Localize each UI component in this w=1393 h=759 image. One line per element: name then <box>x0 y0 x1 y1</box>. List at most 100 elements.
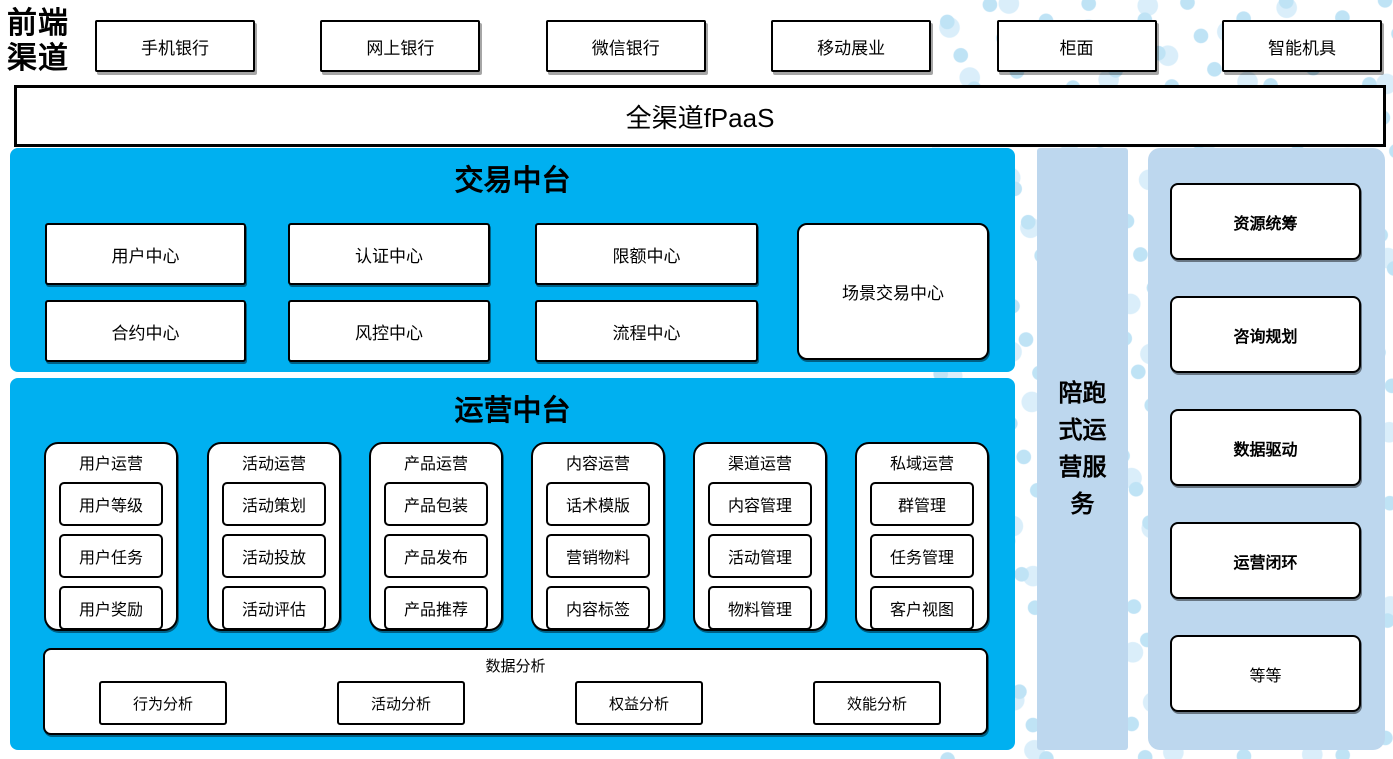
center-box-risk: 风控中心 <box>288 300 490 362</box>
service-box-closed-loop: 运营闭环 <box>1170 522 1361 599</box>
group-item: 内容管理 <box>708 482 812 526</box>
group-item-label: 任务管理 <box>889 550 954 567</box>
group-item-label: 用户奖励 <box>78 602 143 619</box>
front-channel-label: 前端渠道 <box>7 6 69 76</box>
group-user-operation: 用户运营 用户等级 用户任务 用户奖励 <box>44 442 178 631</box>
group-activity-operation: 活动运营 活动策划 活动投放 活动评估 <box>207 442 341 631</box>
service-box-label: 运营闭环 <box>1233 554 1298 572</box>
group-title: 用户运营 <box>78 456 143 473</box>
channel-box-mobile-banking: 手机银行 <box>95 20 255 72</box>
group-item: 产品发布 <box>384 534 488 578</box>
center-box-contract: 合约中心 <box>45 300 246 362</box>
group-title: 活动运营 <box>241 456 306 473</box>
group-channel-operation: 渠道运营 内容管理 活动管理 物料管理 <box>693 442 827 631</box>
group-item-label: 用户任务 <box>78 550 143 567</box>
group-item-label: 活动评估 <box>241 602 306 619</box>
channel-box-mobile-marketing: 移动展业 <box>771 20 932 72</box>
center-box-label: 合约中心 <box>111 323 180 343</box>
group-item-label: 产品推荐 <box>403 602 468 619</box>
group-title: 产品运营 <box>403 456 468 473</box>
group-item: 客户视图 <box>870 586 974 630</box>
group-item: 活动管理 <box>708 534 812 578</box>
group-item: 物料管理 <box>708 586 812 630</box>
group-title: 渠道运营 <box>727 456 792 473</box>
group-item: 用户奖励 <box>59 586 163 630</box>
analysis-box-efficiency: 效能分析 <box>813 681 941 725</box>
group-item: 产品推荐 <box>384 586 488 630</box>
analysis-box-label: 行为分析 <box>132 695 193 713</box>
center-box-label: 认证中心 <box>355 246 423 266</box>
group-item-label: 活动策划 <box>241 498 306 515</box>
service-box-consulting: 咨询规划 <box>1170 296 1361 373</box>
group-title: 内容运营 <box>565 456 630 473</box>
group-item-label: 活动管理 <box>727 550 792 567</box>
channel-row: 手机银行 网上银行 微信银行 移动展业 柜面 智能机具 <box>95 20 1382 72</box>
group-item-label: 产品包装 <box>403 498 468 515</box>
center-box-label: 流程中心 <box>612 323 681 343</box>
group-product-operation: 产品运营 产品包装 产品发布 产品推荐 <box>369 442 503 631</box>
fpaas-label: 全渠道fPaaS <box>625 102 775 133</box>
group-content-operation: 内容运营 话术模版 营销物料 内容标签 <box>531 442 665 631</box>
data-analysis-container: 数据分析 行为分析 活动分析 权益分析 效能分析 <box>43 648 988 735</box>
group-item-label: 客户视图 <box>889 602 954 619</box>
service-box-label: 咨询规划 <box>1233 328 1298 346</box>
group-private-domain-operation: 私域运营 群管理 任务管理 客户视图 <box>855 442 989 631</box>
channel-box-wechat-banking: 微信银行 <box>545 20 706 72</box>
channel-box-label: 网上银行 <box>366 38 435 58</box>
channel-box-label: 移动展业 <box>817 38 886 58</box>
channel-box-label: 柜面 <box>1059 38 1094 58</box>
data-analysis-title: 数据分析 <box>485 658 546 675</box>
group-item: 产品包装 <box>384 482 488 526</box>
channel-box-label: 微信银行 <box>591 38 660 58</box>
group-item: 活动投放 <box>222 534 326 578</box>
group-item: 话术模版 <box>546 482 650 526</box>
group-item-label: 物料管理 <box>727 602 792 619</box>
channel-box-label: 手机银行 <box>141 38 209 58</box>
center-box-label: 风控中心 <box>355 323 423 343</box>
analysis-box-behavior: 行为分析 <box>99 681 227 725</box>
group-title: 私域运营 <box>889 456 954 473</box>
group-item-label: 营销物料 <box>565 550 630 567</box>
analysis-box-rights: 权益分析 <box>575 681 703 725</box>
group-item-label: 内容标签 <box>565 602 630 619</box>
center-box-process: 流程中心 <box>535 300 758 362</box>
group-item: 用户任务 <box>59 534 163 578</box>
group-item-label: 话术模版 <box>565 498 630 515</box>
center-box-auth: 认证中心 <box>288 223 490 285</box>
group-item: 活动评估 <box>222 586 326 630</box>
center-box-user: 用户中心 <box>45 223 246 285</box>
analysis-box-activity: 活动分析 <box>337 681 465 725</box>
center-box-limit: 限额中心 <box>535 223 758 285</box>
transaction-platform-title: 交易中台 <box>454 165 571 197</box>
data-analysis-row: 行为分析 活动分析 权益分析 效能分析 <box>99 681 941 725</box>
transaction-platform-panel: 交易中台 用户中心 认证中心 限额中心 合约中心 风控中心 流程中心 场景交易中… <box>10 148 1015 372</box>
group-item: 用户等级 <box>59 482 163 526</box>
scenario-center-label: 场景交易中心 <box>842 284 944 303</box>
service-box-resource: 资源统筹 <box>1170 183 1361 260</box>
group-item: 活动策划 <box>222 482 326 526</box>
channel-box-label: 智能机具 <box>1267 38 1336 58</box>
analysis-box-label: 效能分析 <box>846 695 907 713</box>
channel-box-counter: 柜面 <box>996 20 1157 72</box>
group-item: 群管理 <box>870 482 974 526</box>
operation-platform-title: 运营中台 <box>454 395 571 427</box>
service-column: 资源统筹 咨询规划 数据驱动 运营闭环 等等 <box>1148 148 1385 750</box>
service-box-data-driven: 数据驱动 <box>1170 409 1361 486</box>
group-item-label: 用户等级 <box>78 498 143 515</box>
companion-service-label: 陪跑式运营服务 <box>1058 380 1107 518</box>
service-box-label: 等等 <box>1249 667 1282 685</box>
channel-box-online-banking: 网上银行 <box>320 20 481 72</box>
analysis-box-label: 活动分析 <box>370 695 431 713</box>
service-box-etc: 等等 <box>1170 635 1361 712</box>
service-box-label: 资源统筹 <box>1233 215 1298 233</box>
companion-operation-service-bar: 陪跑式运营服务 <box>1037 148 1128 750</box>
service-box-label: 数据驱动 <box>1233 441 1298 459</box>
group-item: 营销物料 <box>546 534 650 578</box>
group-item-label: 内容管理 <box>727 498 792 515</box>
group-item: 内容标签 <box>546 586 650 630</box>
analysis-box-label: 权益分析 <box>608 695 669 713</box>
scenario-transaction-center-box: 场景交易中心 <box>797 223 989 360</box>
center-box-label: 限额中心 <box>612 246 681 266</box>
operation-platform-panel: 运营中台 用户运营 用户等级 用户任务 用户奖励 活动运营 活动策划 活动投放 … <box>10 378 1015 750</box>
